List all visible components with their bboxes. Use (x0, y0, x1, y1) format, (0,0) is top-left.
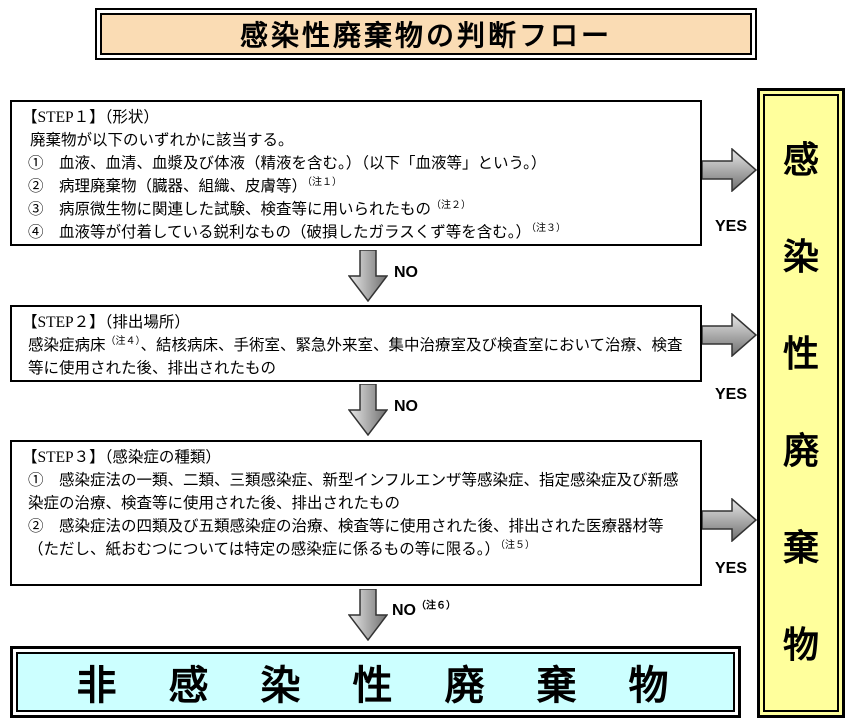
step2-body-text: 、結核病床、手術室、緊急外来室、集中治療室及び検査室において治療、検査等に使用さ… (28, 337, 683, 377)
no-arrow-step1-icon (348, 250, 388, 302)
step1-item-text: ④ 血液等が付着している鋭利なもの（破損したガラスくず等を含む。） (28, 224, 531, 241)
no-label-text: NO (392, 602, 416, 619)
step1-item-text: ③ 病原微生物に関連した試験、検査等に用いられたもの (28, 201, 432, 218)
note-ref: （注５） (499, 539, 535, 551)
yes-arrow-step1-icon (702, 148, 757, 192)
non-infectious-waste-label: 非 感 染 性 廃 棄 物 (16, 652, 735, 712)
note-ref: （注３） (530, 222, 566, 234)
yes-arrow-step3-icon (702, 498, 757, 542)
page-title: 感染性廃棄物の判断フロー (100, 13, 752, 55)
infectious-waste-label: 感染性廃棄物 (782, 140, 819, 665)
step3-item: ① 感染症法の一類、二類、三類感染症、新型インフルエンザ等感染症、指定感染症及び… (22, 469, 692, 515)
step1-item: ④ 血液等が付着している鋭利なもの（破損したガラスくず等を含む。）（注３） (22, 221, 692, 244)
non-infectious-waste-box: 非 感 染 性 廃 棄 物 (10, 646, 741, 718)
yes-label-step3: YES (714, 560, 747, 577)
title-box: 感染性廃棄物の判断フロー (95, 8, 757, 60)
note-ref: （注１） (307, 176, 343, 188)
note-ref: （注６） (416, 600, 456, 612)
step1-heading: 【STEP１】（形状） (22, 109, 159, 126)
step1-item-text: ② 病理廃棄物（臓器、組織、皮膚等） (28, 178, 308, 195)
yes-label-step2: YES (714, 386, 747, 403)
step1-item: ① 血液、血清、血漿及び体液（精液を含む。）（以下「血液等」という。） (22, 152, 692, 175)
step2-heading: 【STEP２】（排出場所） (22, 314, 190, 331)
no-label-step1: NO (394, 264, 418, 281)
note-ref: （注２） (431, 199, 472, 211)
no-arrow-step3-icon (348, 589, 388, 641)
step1-item-text: ① 血液、血清、血漿及び体液（精液を含む。）（以下「血液等」という。） (28, 155, 547, 172)
yes-arrow-step2-icon (702, 313, 757, 357)
note-ref: （注４） (105, 335, 141, 347)
infectious-waste-inner: 感染性廃棄物 (763, 94, 839, 712)
no-arrow-step2-icon (348, 384, 388, 436)
yes-label-step1: YES (714, 218, 747, 235)
step3-item-text: ① 感染症法の一類、二類、三類感染症、新型インフルエンザ等感染症、指定感染症及び… (28, 472, 679, 512)
step2-box: 【STEP２】（排出場所） 感染症病床（注４）、結核病床、手術室、緊急外来室、集… (10, 305, 702, 382)
step1-intro: 廃棄物が以下のいずれかに該当する。 (30, 132, 294, 149)
step1-box: 【STEP１】（形状） 廃棄物が以下のいずれかに該当する。 ① 血液、血清、血漿… (10, 100, 702, 246)
step1-item: ③ 病原微生物に関連した試験、検査等に用いられたもの（注２） (22, 198, 692, 221)
step2-body-text: 感染症病床 (28, 337, 106, 354)
step3-item-text: ② 感染症法の四類及び五類感染症の治療、検査等に使用された後、排出された医療器材… (28, 518, 664, 558)
infectious-waste-box: 感染性廃棄物 (757, 88, 845, 718)
step1-item: ② 病理廃棄物（臓器、組織、皮膚等）（注１） (22, 175, 692, 198)
step2-body: 感染症病床（注４）、結核病床、手術室、緊急外来室、集中治療室及び検査室において治… (22, 334, 692, 380)
no-label-step3: NO（注６） (392, 600, 456, 620)
step3-heading: 【STEP３】（感染症の種類） (22, 449, 221, 466)
step3-box: 【STEP３】（感染症の種類） ① 感染症法の一類、二類、三類感染症、新型インフ… (10, 440, 702, 586)
no-label-step2: NO (394, 398, 418, 415)
step3-item: ② 感染症法の四類及び五類感染症の治療、検査等に使用された後、排出された医療器材… (22, 515, 692, 561)
